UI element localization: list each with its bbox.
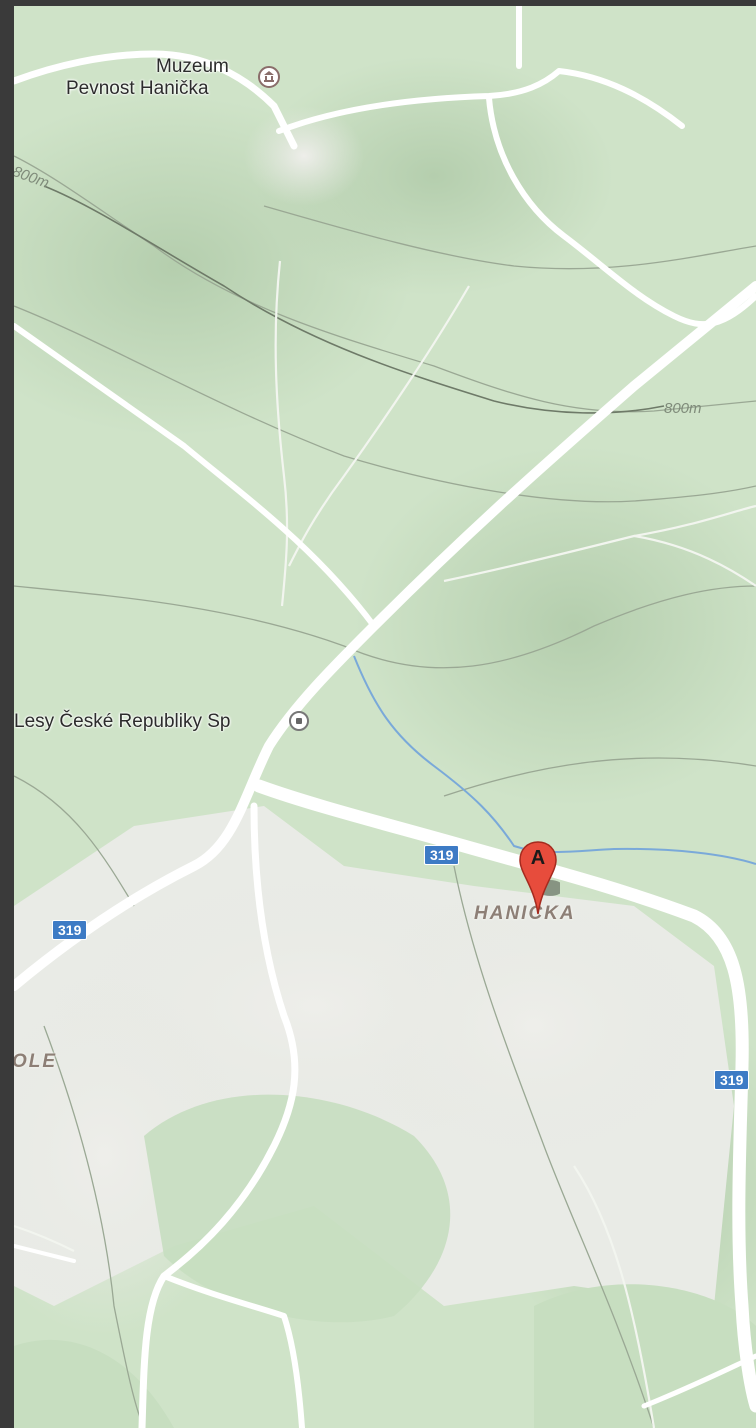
map-layers bbox=[14, 6, 756, 1428]
open-field bbox=[354, 886, 714, 1166]
road bbox=[641, 1353, 756, 1409]
road-shield-319: 319 bbox=[52, 920, 88, 940]
forest-patch bbox=[144, 1094, 451, 1323]
map-canvas[interactable]: Muzeum Pevnost Hanička 800m 800m Lesy Če… bbox=[14, 6, 756, 1428]
contour-line bbox=[14, 155, 756, 413]
forest-patch bbox=[14, 1339, 174, 1428]
contour-line bbox=[453, 865, 655, 1428]
road bbox=[14, 281, 756, 991]
hill-shade bbox=[354, 446, 756, 806]
forest-path bbox=[288, 285, 470, 567]
forest-path bbox=[443, 504, 756, 583]
village-label[interactable]: HANIČKA bbox=[474, 903, 576, 924]
museum-label-line2[interactable]: Pevnost Hanička bbox=[66, 78, 209, 99]
forest-path bbox=[14, 1224, 75, 1252]
map-pin-icon[interactable]: A bbox=[516, 840, 560, 918]
road bbox=[14, 323, 377, 629]
hill-shade bbox=[254, 56, 614, 296]
forest-path bbox=[633, 534, 756, 587]
contour-line bbox=[263, 205, 756, 270]
contour-line bbox=[43, 185, 665, 414]
road bbox=[14, 50, 298, 150]
road bbox=[252, 779, 756, 1413]
marker-label: A bbox=[530, 847, 546, 869]
forest-office-label[interactable]: Lesy České Republiky Sp bbox=[14, 711, 231, 732]
forest-path bbox=[573, 1165, 656, 1428]
contour-line bbox=[14, 775, 135, 907]
contour-label: 800m bbox=[664, 400, 702, 417]
road-shield-319: 319 bbox=[714, 1070, 750, 1090]
museum-icon[interactable] bbox=[257, 65, 281, 89]
stream bbox=[353, 655, 756, 865]
road bbox=[14, 1244, 76, 1263]
road-shield-319: 319 bbox=[424, 845, 460, 865]
road bbox=[138, 802, 299, 1428]
contour-line bbox=[43, 1025, 145, 1428]
museum-label-line1[interactable]: Muzeum bbox=[156, 56, 229, 77]
area-label-partial: OLE bbox=[14, 1051, 58, 1072]
road bbox=[276, 68, 685, 134]
road bbox=[161, 1273, 305, 1428]
forest-patch bbox=[534, 1284, 756, 1428]
contour-line bbox=[14, 305, 756, 503]
open-field bbox=[244, 106, 364, 206]
contour-line bbox=[443, 757, 756, 797]
forest-path bbox=[274, 260, 289, 607]
contour-line bbox=[14, 585, 756, 669]
poi-icon[interactable] bbox=[289, 711, 309, 731]
